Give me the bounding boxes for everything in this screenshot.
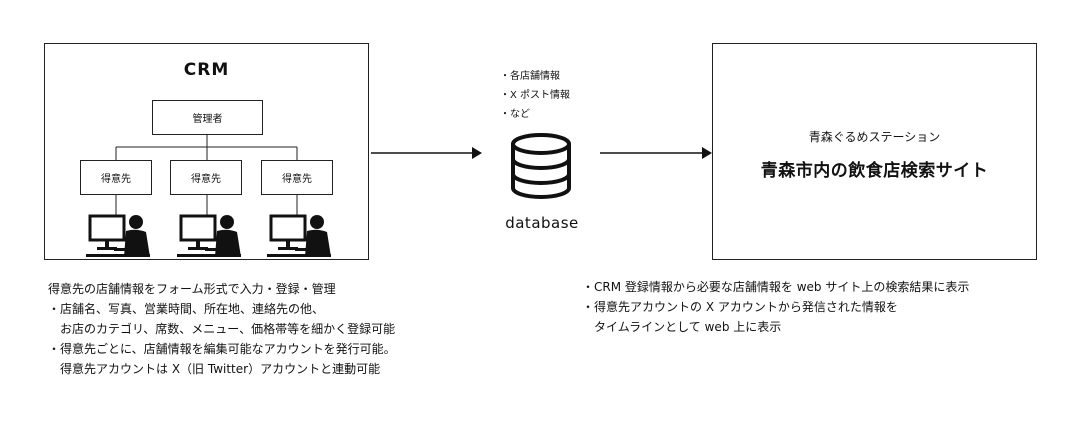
site-panel <box>712 43 1037 260</box>
client-node: 得意先 <box>170 160 242 195</box>
site-bullet-continuation: タイムラインとして web 上に表示 <box>594 320 782 334</box>
client-label: 得意先 <box>282 174 312 185</box>
crm-description: 得意先の店舗情報をフォーム形式で入力・登録・管理 ・店舗名、写真、営業時間、所在… <box>48 279 478 379</box>
site-title: 青森市内の飲食店検索サイト <box>760 161 989 181</box>
site-bullet: ・CRM 登録情報から必要な店舗情報を web サイト上の検索結果に表示 <box>582 280 970 294</box>
arrow-right-icon <box>600 147 712 159</box>
database-note: ・など <box>500 109 530 120</box>
client-label: 得意先 <box>191 174 221 185</box>
client-label: 得意先 <box>101 174 131 185</box>
site-description: ・CRM 登録情報から必要な店舗情報を web サイト上の検索結果に表示 ・得意… <box>582 277 1052 337</box>
crm-description-heading: 得意先の店舗情報をフォーム形式で入力・登録・管理 <box>48 282 336 296</box>
crm-title: CRM <box>183 60 230 80</box>
crm-bullet: ・得意先ごとに、店舗情報を編集可能なアカウントを発行可能。 <box>48 342 396 356</box>
admin-node: 管理者 <box>152 100 263 135</box>
admin-label: 管理者 <box>192 114 223 125</box>
crm-bullet: ・店舗名、写真、営業時間、所在地、連絡先の他、 <box>48 302 325 316</box>
client-node: 得意先 <box>80 160 152 195</box>
site-subtitle: 青森ぐるめステーション <box>808 130 941 144</box>
site-bullet: ・得意先アカウントの X アカウントから発信された情報を <box>582 300 898 314</box>
crm-bullet-continuation: お店のカテゴリ、席数、メニュー、価格帯等を細かく登録可能 <box>60 322 396 336</box>
database-notes: ・各店舗情報 ・X ポスト情報 ・など <box>500 67 570 124</box>
database-note: ・X ポスト情報 <box>500 90 571 101</box>
client-node: 得意先 <box>261 160 333 195</box>
database-note: ・各店舗情報 <box>500 71 560 82</box>
arrow-right-icon <box>371 147 482 159</box>
database-label: database <box>505 214 579 232</box>
crm-bullet-continuation: 得意先アカウントは X（旧 Twitter）アカウントと連動可能 <box>60 362 381 376</box>
